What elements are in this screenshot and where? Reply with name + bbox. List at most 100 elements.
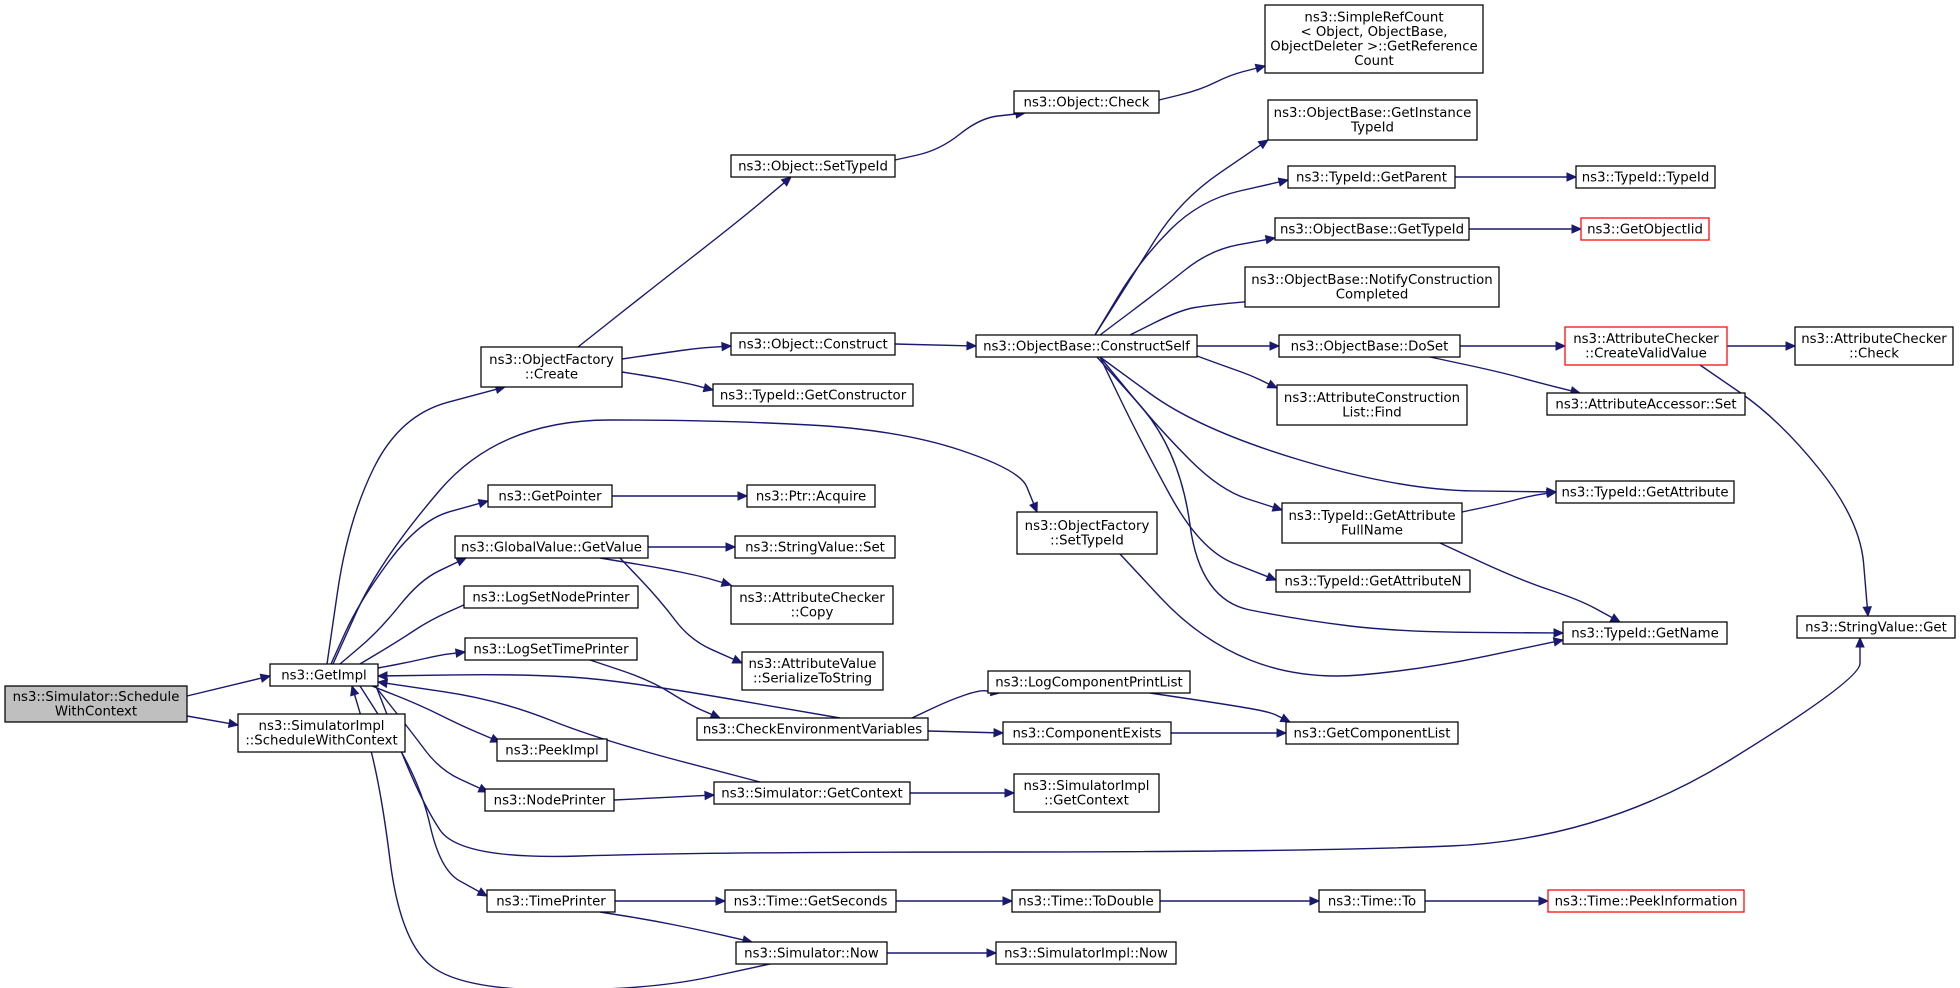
graph-node-n38[interactable]: ns3::TypeId::GetAttributeN — [1275, 569, 1471, 593]
edge-line — [621, 345, 723, 360]
node-label: ns3::AttributeChecker — [739, 591, 885, 606]
graph-node-n4[interactable]: ns3::GetPointer — [487, 484, 613, 508]
graph-node-n42[interactable]: ns3::GetObjectIid — [1580, 217, 1710, 241]
edge-arrowhead — [455, 557, 468, 567]
node-label: ::ScheduleWithContext — [245, 734, 397, 749]
node-box — [1575, 165, 1716, 189]
edge-n3-n11 — [577, 176, 792, 348]
node-label: ns3::ObjectBase::NotifyConstruction — [1251, 273, 1492, 288]
graph-node-n12[interactable]: ns3::Object::Construct — [730, 332, 896, 356]
edge-line — [1699, 364, 1868, 608]
node-label: ns3::Time::ToDouble — [1018, 894, 1153, 909]
graph-node-n8[interactable]: ns3::PeekImpl — [496, 738, 608, 762]
edge-n40-n47 — [1425, 896, 1550, 906]
graph-node-n1[interactable]: ns3::GetImpl — [269, 663, 379, 687]
node-box — [1318, 889, 1426, 913]
node-label: ns3::StringValue::Get — [1805, 620, 1947, 635]
edge-arrowhead — [1265, 572, 1278, 581]
edge-arrowhead — [725, 542, 737, 552]
graph-node-n34[interactable]: ns3::ObjectBase::NotifyConstructionCompl… — [1244, 266, 1500, 308]
node-box — [730, 332, 896, 356]
graph-node-n5[interactable]: ns3::GlobalValue::GetValue — [454, 535, 649, 559]
node-label: ns3::GetPointer — [498, 489, 602, 504]
graph-node-n28[interactable]: ns3::Time::ToDouble — [1011, 889, 1161, 913]
node-label: ns3::Object::SetTypeId — [738, 159, 888, 174]
graph-node-n33[interactable]: ns3::ObjectBase::GetTypeId — [1274, 217, 1470, 241]
graph-node-n16[interactable]: ns3::AttributeChecker::Copy — [730, 585, 894, 625]
graph-node-n20[interactable]: ns3::Time::GetSeconds — [724, 889, 897, 913]
edge-n43-n49 — [1699, 364, 1872, 618]
graph-node-n44[interactable]: ns3::AttributeAccessor::Set — [1546, 392, 1746, 416]
graph-node-n45[interactable]: ns3::TypeId::GetAttribute — [1555, 480, 1735, 504]
edge-arrowhead — [966, 340, 978, 351]
graph-node-n23[interactable]: ns3::ObjectBase::ConstructSelf — [975, 334, 1198, 358]
edge-n23-n45 — [1099, 356, 1558, 497]
graph-node-n41[interactable]: ns3::TypeId::TypeId — [1575, 165, 1716, 189]
graph-node-n26[interactable]: ns3::ComponentExists — [1002, 721, 1172, 745]
graph-node-n21[interactable]: ns3::Simulator::Now — [735, 941, 888, 965]
edge-n1-n49 — [375, 636, 1865, 858]
edge-n1-n4 — [330, 498, 490, 665]
edge-n33-n42 — [1469, 224, 1583, 234]
graph-node-n11[interactable]: ns3::Object::SetTypeId — [730, 154, 896, 178]
edge-line — [332, 419, 1035, 665]
graph-node-n22[interactable]: ns3::Object::Check — [1013, 90, 1160, 114]
graph-node-n35[interactable]: ns3::ObjectBase::DoSet — [1278, 334, 1461, 358]
graph-node-n2[interactable]: ns3::SimulatorImpl::ScheduleWithContext — [237, 713, 406, 753]
node-box — [463, 585, 639, 609]
node-box — [1264, 4, 1484, 74]
graph-node-n17[interactable]: ns3::AttributeValue::SerializeToString — [741, 651, 884, 691]
node-label: ::Copy — [791, 606, 834, 621]
graph-node-n15[interactable]: ns3::StringValue::Set — [734, 535, 896, 559]
graph-node-n27[interactable]: ns3::SimulatorImpl::GetContext — [1013, 773, 1160, 813]
graph-node-n13[interactable]: ns3::TypeId::GetConstructor — [712, 383, 914, 407]
graph-node-n7[interactable]: ns3::LogSetTimePrinter — [464, 637, 638, 661]
edge-arrowhead — [1553, 628, 1565, 638]
node-box — [484, 788, 615, 812]
edge-line — [1099, 356, 1274, 508]
edge-arrowhead — [1264, 235, 1277, 245]
node-box — [735, 941, 888, 965]
graph-node-n46[interactable]: ns3::TypeId::GetName — [1562, 621, 1728, 645]
graph-node-n39[interactable]: ns3::GetComponentList — [1285, 721, 1459, 745]
graph-node-n6[interactable]: ns3::LogSetNodePrinter — [463, 585, 639, 609]
edge-n23-n31 — [1094, 139, 1270, 336]
node-label: ns3::SimulatorImpl — [1024, 779, 1150, 794]
edge-arrowhead — [704, 790, 716, 801]
graph-node-n47[interactable]: ns3::Time::PeekInformation — [1547, 889, 1745, 913]
graph-node-n29[interactable]: ns3::SimulatorImpl::Now — [995, 941, 1177, 965]
graph-node-n18[interactable]: ns3::CheckEnvironmentVariables — [696, 717, 929, 741]
edge-line — [613, 794, 706, 801]
nodes-layer: ns3::Simulator::ScheduleWithContextns3::… — [4, 4, 1956, 965]
graph-node-n49[interactable]: ns3::StringValue::Get — [1796, 615, 1956, 639]
graph-node-n3[interactable]: ns3::ObjectFactory::Create — [480, 346, 623, 388]
node-box — [480, 346, 623, 388]
edge-n5-n15 — [648, 542, 737, 552]
node-label: ns3::NodePrinter — [494, 793, 606, 808]
node-label: ns3::LogSetTimePrinter — [473, 642, 629, 657]
node-label: ns3::ObjectBase::GetInstance — [1274, 106, 1472, 121]
edge-arrowhead — [454, 648, 467, 658]
node-box — [741, 651, 884, 691]
graph-node-n24[interactable]: ns3::ObjectFactory::SetTypeId — [1016, 511, 1158, 555]
graph-node-n40[interactable]: ns3::Time::To — [1318, 889, 1426, 913]
graph-node-n25[interactable]: ns3::LogComponentPrintList — [987, 670, 1191, 694]
graph-node-n43[interactable]: ns3::AttributeChecker::CreateValidValue — [1564, 326, 1728, 366]
graph-node-n9[interactable]: ns3::NodePrinter — [484, 788, 615, 812]
edge-line — [621, 371, 705, 389]
graph-node-n48[interactable]: ns3::AttributeChecker::Check — [1794, 326, 1954, 366]
graph-node-n14[interactable]: ns3::Ptr::Acquire — [746, 484, 876, 508]
graph-node-n32[interactable]: ns3::TypeId::GetParent — [1287, 165, 1456, 189]
node-box — [4, 685, 188, 723]
node-label: ObjectDeleter >::GetReference — [1270, 40, 1477, 55]
graph-node-n30[interactable]: ns3::SimpleRefCount< Object, ObjectBase,… — [1264, 4, 1484, 74]
node-label: TypeId — [1350, 121, 1394, 136]
graph-node-n10[interactable]: ns3::TimePrinter — [486, 889, 616, 913]
graph-node-n19[interactable]: ns3::Simulator::GetContext — [713, 781, 911, 805]
node-box — [724, 889, 897, 913]
edge-n12-n23 — [894, 340, 978, 351]
node-box — [1011, 889, 1161, 913]
